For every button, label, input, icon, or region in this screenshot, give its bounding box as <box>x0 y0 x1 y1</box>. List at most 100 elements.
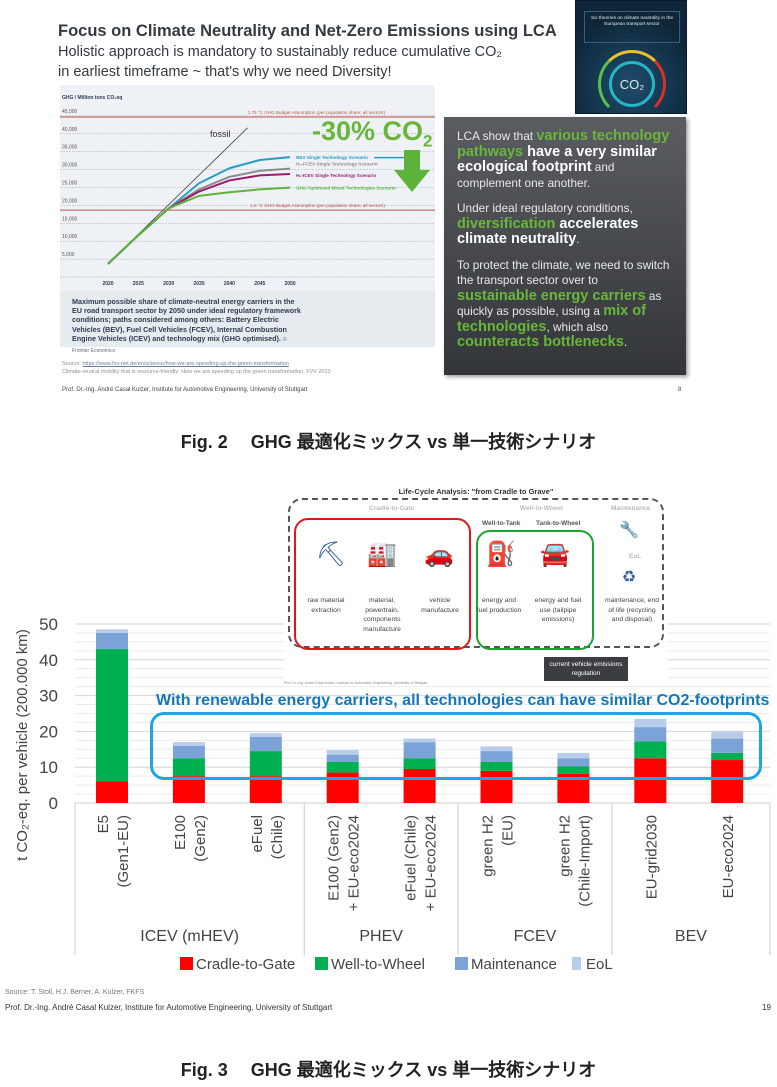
cradle-to-gate-header: Cradle-to-Gate <box>369 505 415 512</box>
text: . <box>623 335 628 349</box>
y-tick-label: 40,000 <box>62 127 78 133</box>
source-note: Source: T. Stoll, H.J. Berner, A. Kulzer… <box>5 989 145 996</box>
bar-maintenance <box>172 745 205 759</box>
page-number: 8 <box>678 387 682 393</box>
bar-cradle-to-gate <box>96 781 128 803</box>
bar-well-to-wheel <box>634 741 667 759</box>
recycle-bin-icon: ♻ <box>621 569 637 586</box>
y-tick-label: 45,000 <box>62 109 78 115</box>
text: Under ideal regulatory conditions, <box>457 201 633 215</box>
legend-swatch <box>455 957 468 970</box>
subtitle-line-2: in earliest timeframe ~ that's why we ne… <box>58 64 392 80</box>
y-axis-title: GHG / Million tons CO₂eq <box>62 95 122 101</box>
bar-well-to-wheel <box>557 766 590 774</box>
bar-cradle-to-gate <box>172 776 205 803</box>
legend-label: Cradle-to-Gate <box>196 956 295 973</box>
caption-text: Maximum possible share of climate-neutra… <box>72 297 301 343</box>
bar-cradle-to-gate <box>403 768 436 803</box>
y-tick-label: 50 <box>39 615 58 634</box>
group-label: ICEV (mHEV) <box>140 928 239 945</box>
category-label: EU-grid2030 <box>643 815 660 899</box>
y-tick-label: 40 <box>39 651 58 670</box>
x-tick-label: 2030 <box>163 281 174 287</box>
source-prefix: Source: <box>62 361 83 367</box>
bar-maintenance <box>249 736 282 752</box>
gauge-arc-icon <box>598 50 666 118</box>
category-label: eFuel <box>249 815 266 853</box>
y-tick-label: 35,000 <box>62 145 78 151</box>
slide-title: Focus on Climate Neutrality and Net-Zero… <box>58 22 557 40</box>
message-3: To protect the climate, we need to switc… <box>457 258 676 351</box>
y-tick-label: 10,000 <box>62 234 78 240</box>
figure-3-caption: Fig. 3 GHG 最適化ミックス vs 単一技術シナリオ <box>180 1060 597 1080</box>
bar-maintenance <box>480 751 513 762</box>
group-label: FCEV <box>514 928 557 945</box>
slide-footer: Prof. Dr.-Ing. André Casal Kulzer, Insti… <box>62 387 308 393</box>
category-label: eFuel (Chile) <box>403 815 420 901</box>
step-material-manufacture: material, powertrain, components manufac… <box>363 597 401 633</box>
y-tick-label: 20,000 <box>62 198 78 204</box>
category-label: (Gen2) <box>192 815 209 862</box>
reduction-subscript: 2 <box>423 131 433 151</box>
bar-eol <box>480 746 513 752</box>
legend-label: EoL <box>586 956 613 973</box>
text: , which also <box>546 319 609 334</box>
y-axis-title: t CO₂-eq. per vehicle (200.000 km) <box>14 629 31 861</box>
chart-caption: Maximum possible share of climate-neutra… <box>72 297 302 356</box>
category-label: green H2 <box>556 815 573 877</box>
similar-footprint-callout <box>150 712 762 780</box>
x-tick-label: 2040 <box>224 281 235 287</box>
bar-well-to-wheel <box>403 758 436 769</box>
legend-swatch <box>180 957 193 970</box>
bar-well-to-wheel <box>249 751 282 777</box>
lca-diagram: Life-Cycle Analysis: "from Cradle to Gra… <box>284 485 668 685</box>
caption-credit: © Frontier Economics <box>72 336 287 355</box>
bar-eol <box>711 731 744 739</box>
text: To protect the climate, we need to switc… <box>457 257 670 288</box>
bar-eol <box>249 733 282 737</box>
bar-cradle-to-gate <box>634 758 667 803</box>
well-to-wheel-highlight <box>476 530 594 650</box>
x-tick-label: 2035 <box>193 281 204 287</box>
category-label: + EU-eco2024 <box>423 815 440 911</box>
bar-well-to-wheel <box>172 758 205 777</box>
callout-text: With renewable energy carriers, all tech… <box>156 692 770 709</box>
message-1: LCA show that various technology pathway… <box>457 128 676 191</box>
robot-car-icon: 🚗 <box>424 541 454 568</box>
category-label: E5 <box>95 815 112 833</box>
y-tick-label: 30,000 <box>62 163 78 169</box>
lca-outer-frame <box>288 498 664 648</box>
well-to-tank-header: Well-to-Tank <box>482 520 521 527</box>
bar-cradle-to-gate <box>711 760 744 803</box>
series-line-4 <box>107 186 291 265</box>
bar-cradle-to-gate <box>480 770 513 803</box>
eol-header: EoL <box>629 553 642 560</box>
group-label: PHEV <box>359 928 403 945</box>
legend-swatch <box>572 957 581 970</box>
message-2: Under ideal regulatory conditions, diver… <box>457 201 676 248</box>
series-label: H₂-FCEV Single Technology Scenario <box>296 162 378 167</box>
category-label: E100 (Gen2) <box>326 815 343 901</box>
legend-label: Well-to-Wheel <box>331 956 425 973</box>
y-tick-label: 0 <box>49 794 58 813</box>
car-icon: 🚘 <box>540 541 570 568</box>
x-tick-label: 2050 <box>285 281 296 287</box>
group-label: BEV <box>675 928 707 945</box>
series-label: BEV Single Technology Scenario <box>296 155 368 160</box>
y-tick-label: 25,000 <box>62 181 78 187</box>
bar-well-to-wheel <box>96 649 128 782</box>
x-tick-label: 2045 <box>254 281 265 287</box>
y-tick-label: 20 <box>39 722 58 741</box>
budget-label: 1.75 °C GHG Budget Assumption (per popul… <box>248 110 386 115</box>
text: as quickly as possible, using a <box>457 288 662 319</box>
bar-eol <box>634 718 667 728</box>
source-line-2: Climate-neutral mobility that is resourc… <box>62 369 331 375</box>
highlight: diversification <box>457 215 556 232</box>
step-energy-use: energy and fuel use (tailpipe emissions) <box>534 597 582 623</box>
cradle-to-gate-highlight <box>294 518 471 650</box>
source-link[interactable]: https://www.fvv-net.de/en/science/how-we… <box>82 361 289 367</box>
bar-maintenance <box>403 742 436 759</box>
series-label: H₂-ICEV Single Technology Scenario <box>296 173 376 178</box>
page-number: 19 <box>762 1003 771 1012</box>
text: and complement one another. <box>457 160 615 190</box>
